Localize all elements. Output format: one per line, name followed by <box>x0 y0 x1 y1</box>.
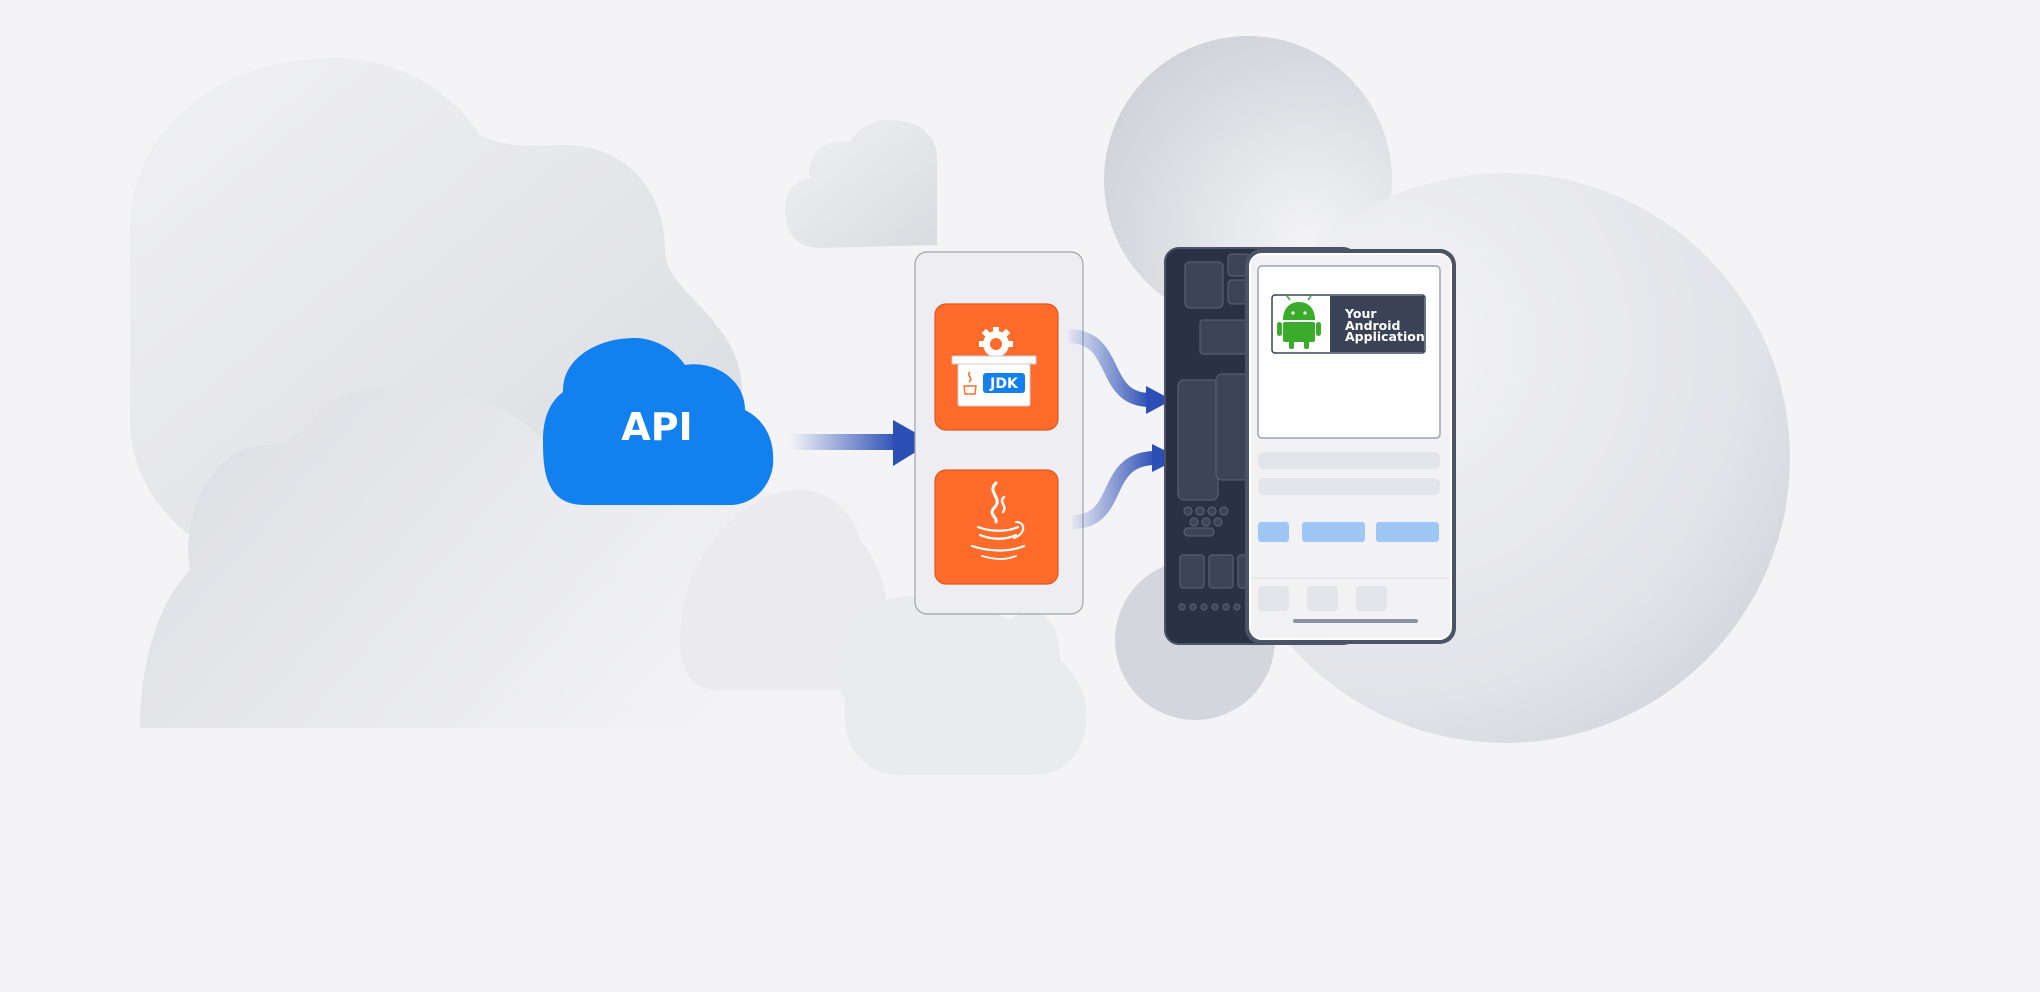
nav-placeholder-3[interactable] <box>1356 586 1387 611</box>
app-tag-line1: Your <box>1344 306 1377 321</box>
android-icon <box>1277 295 1321 349</box>
api-cloud-shape <box>543 338 774 505</box>
cloud-shape-bottom <box>837 596 1087 775</box>
java-coffee-cup-icon <box>970 481 1026 560</box>
arrow-head <box>893 420 932 466</box>
curved-arrows <box>1067 329 1180 529</box>
nav-placeholder-1[interactable] <box>1258 586 1289 611</box>
placeholder-button-1[interactable] <box>1258 522 1289 542</box>
placeholder-line-2 <box>1258 478 1440 495</box>
api-label: API <box>621 405 692 449</box>
cloud-shape-center <box>680 490 890 690</box>
jdk-box-lid <box>951 355 1037 365</box>
curved-arrow-bottom <box>1071 451 1157 529</box>
gear-icon <box>979 327 1013 357</box>
arrow-shaft <box>790 434 898 450</box>
placeholder-button-2[interactable] <box>1302 522 1365 542</box>
placeholder-line-1 <box>1258 452 1440 469</box>
api-to-panel-arrow <box>790 420 932 466</box>
phone: Your Android Application <box>1164 247 1456 645</box>
jdk-badge <box>983 373 1025 393</box>
java-card <box>934 469 1059 585</box>
curved-arrow-top-head <box>1146 386 1172 414</box>
app-tag: Your Android Application <box>1271 294 1426 354</box>
jdk-card: JDK <box>934 303 1059 431</box>
curved-arrow-top <box>1067 329 1151 407</box>
placeholder-button-3[interactable] <box>1376 522 1439 542</box>
app-tag-line3: Application <box>1345 329 1425 344</box>
home-indicator <box>1293 619 1418 623</box>
tools-panel: JDK <box>914 251 1180 615</box>
api-cloud: API <box>543 338 774 505</box>
cloud-shape-small-top <box>785 119 937 248</box>
app-tag-label-bg <box>1330 296 1424 352</box>
nav-placeholder-2[interactable] <box>1307 586 1338 611</box>
java-card-bg <box>934 469 1059 585</box>
jdk-badge-label: JDK <box>989 376 1019 392</box>
app-tag-line2: Android <box>1345 318 1401 333</box>
java-small-icon <box>963 371 977 395</box>
